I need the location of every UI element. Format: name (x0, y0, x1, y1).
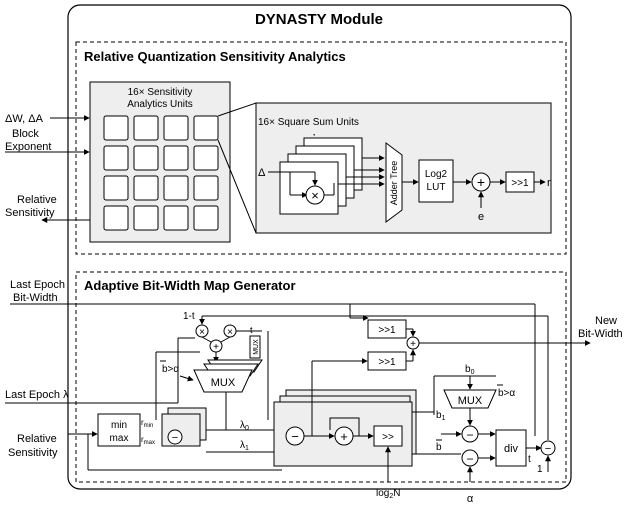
alpha-label: α (467, 493, 474, 505)
analytics-unit (103, 145, 129, 171)
small-mux (249, 335, 261, 359)
one-label: 1 (537, 464, 543, 475)
min-max-block (97, 413, 141, 447)
last-epoch-bitwidth-label: Bit-Width (13, 292, 58, 304)
analytics-unit (133, 115, 159, 141)
last-epoch-lambda-label: Last Epoch λ (5, 389, 69, 401)
multiplier-symbol: × (227, 327, 233, 338)
analytics-units-label: Analytics Units (127, 99, 193, 110)
b0-label: b0 (465, 364, 475, 376)
analytics-unit (163, 205, 189, 231)
subtractor-node (540, 440, 556, 456)
analytics-unit (133, 175, 159, 201)
dw-da-label: ΔW, ΔA (5, 113, 44, 125)
min-max-label: max (110, 433, 129, 444)
div-block (495, 429, 527, 467)
analytics-unit (103, 115, 129, 141)
t-out-label: t (528, 454, 531, 465)
adder-symbol: + (213, 342, 219, 353)
new-bitwidth-label: Bit-Width (578, 328, 623, 340)
multiplier-symbol: × (311, 188, 319, 203)
adder-tree (385, 142, 403, 223)
log2-lut-label: LUT (427, 182, 446, 193)
analytics-unit (133, 145, 159, 171)
subtractor-symbol: − (466, 452, 473, 466)
one-minus-t-label: 1-t (183, 311, 195, 322)
analytics-unit (193, 175, 219, 201)
mux-main (193, 369, 253, 393)
new-bitwidth-label: New (595, 315, 617, 327)
module-title: DYNASTY Module (255, 11, 383, 28)
shift-log-block (373, 425, 403, 447)
relative-sensitivity-in-label: Relative (17, 433, 57, 445)
analytics-units-label: 16× Sensitivity (128, 87, 193, 98)
sensitivity-section-title: Relative Quantization Sensitivity Analyt… (84, 49, 346, 64)
square-sum-label: 16× Square Sum Units (258, 117, 359, 128)
delta-label: Δ (258, 167, 266, 179)
min-max-label: min (111, 420, 127, 431)
mux-label: MUX (211, 377, 236, 389)
lambda1-label: λ1 (240, 440, 249, 452)
mux-right-label: MUX (458, 395, 483, 407)
shift-right-1-label: >>1 (378, 325, 396, 336)
subtractor-symbol: − (466, 428, 473, 442)
log2-lut-block (418, 159, 454, 203)
log2-lut-label: Log2 (425, 169, 448, 180)
b1-label: b1 (436, 410, 446, 422)
bit-width-generator-section (75, 271, 567, 483)
adder-symbol: + (340, 429, 348, 444)
log2n-label: log2N (376, 488, 401, 500)
subtractor-symbol: − (291, 429, 299, 444)
r-min-label: rmin (141, 418, 153, 429)
mux-right (443, 389, 497, 409)
adder-symbol: + (410, 339, 416, 350)
analytics-unit (103, 175, 129, 201)
analytics-unit (103, 205, 129, 231)
small-mux-label: MUX (253, 339, 260, 355)
adder-tree-label: Adder Tree (389, 161, 399, 206)
subtractor-symbol: − (545, 443, 551, 455)
analytics-unit-grid (103, 115, 219, 231)
shift-log-label: >> (382, 432, 394, 443)
analytics-unit (133, 205, 159, 231)
t-label: t (250, 325, 253, 335)
adder-symbol: + (477, 174, 485, 190)
b-alpha-left-label: b>α (162, 364, 179, 375)
relative-sensitivity-out-label: Relative (17, 194, 57, 206)
analytics-unit (163, 175, 189, 201)
relative-sensitivity-in-label: Sensitivity (8, 447, 58, 459)
b-alpha-right-label: b>α (498, 388, 515, 399)
subtractor-symbol: − (172, 432, 178, 444)
subtractor-node (167, 429, 183, 445)
last-epoch-bitwidth-label: Last Epoch (10, 279, 65, 291)
analytics-unit (193, 205, 219, 231)
shift-right-label: >>1 (511, 178, 529, 189)
sensitivity-analytics-section (75, 41, 567, 255)
r-label: r (547, 177, 551, 189)
analytics-unit (193, 115, 219, 141)
multiplier-symbol: × (199, 327, 205, 338)
block-exponent-label: Exponent (5, 141, 51, 153)
b-plain-label: b (436, 442, 442, 453)
lambda0-label: λ0 (240, 420, 249, 432)
bit-width-section-title: Adaptive Bit-Width Map Generator (84, 278, 296, 293)
e-label: e (478, 211, 484, 223)
block-exponent-label: Block (12, 128, 39, 140)
analytics-unit (193, 145, 219, 171)
relative-sensitivity-out-label: Sensitivity (5, 207, 55, 219)
analytics-unit (163, 115, 189, 141)
analytics-unit (163, 145, 189, 171)
div-label: div (504, 443, 519, 455)
shift-right-2-label: >>1 (378, 357, 396, 368)
r-max-label: rmax (141, 435, 155, 446)
